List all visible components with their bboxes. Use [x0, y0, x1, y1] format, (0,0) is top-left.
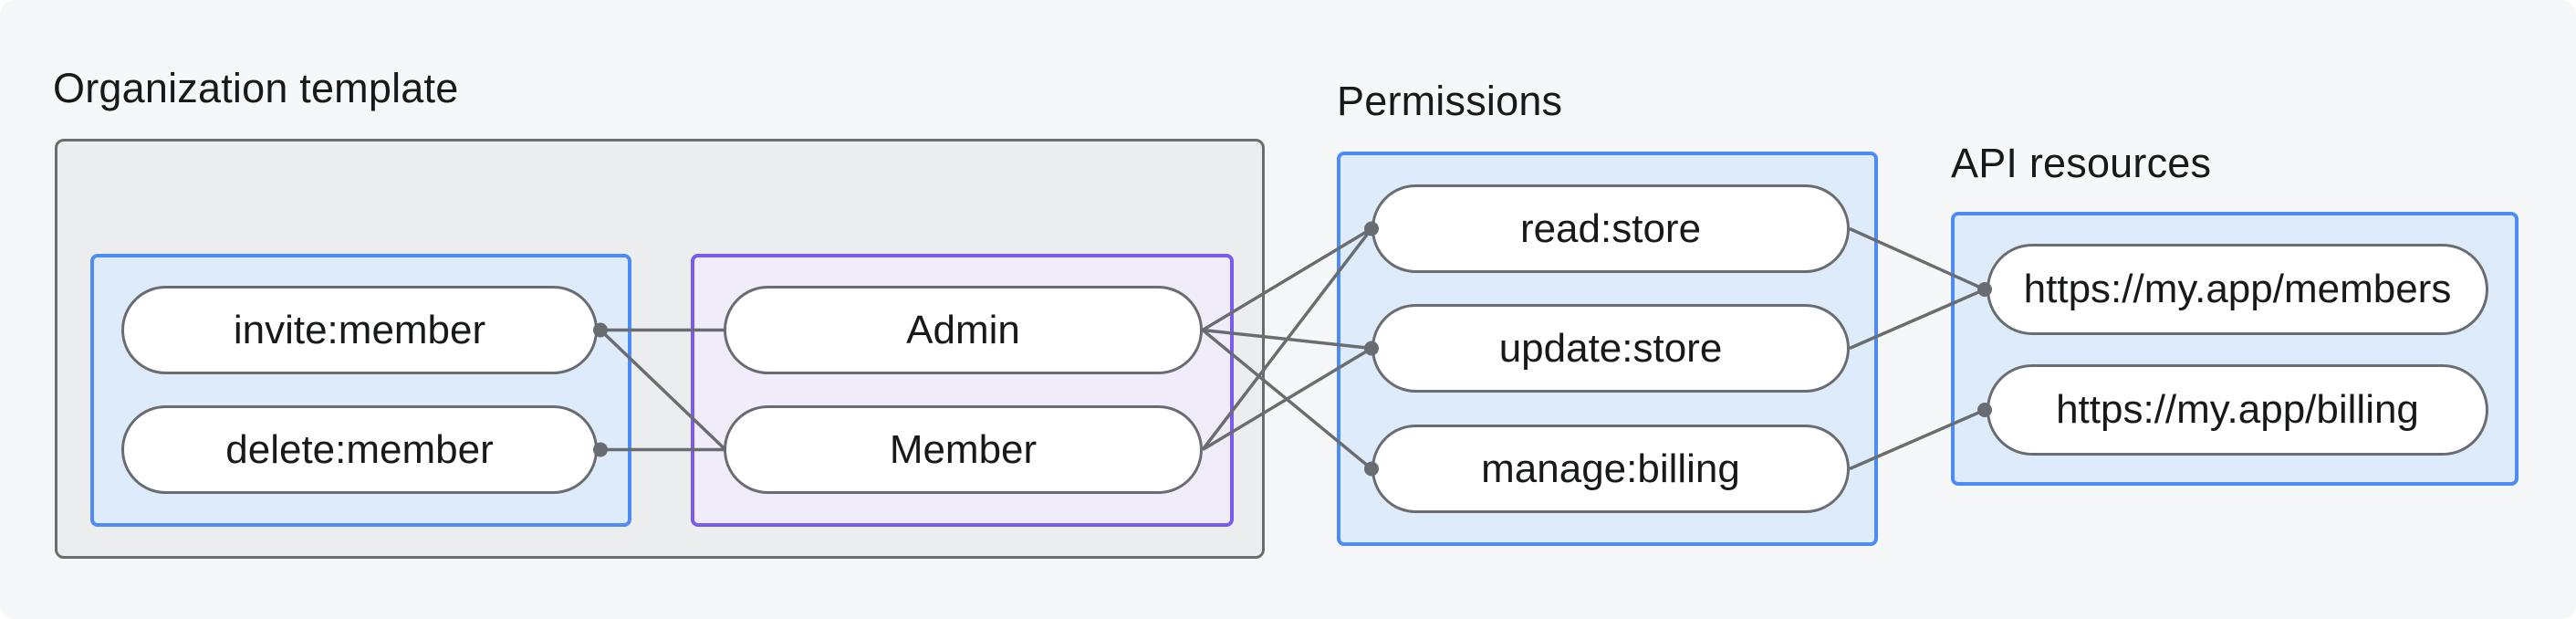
node-invite-member: invite:member: [121, 286, 598, 374]
node-api-billing-label: https://my.app/billing: [2056, 387, 2419, 432]
node-delete-member-label: delete:member: [225, 426, 494, 472]
node-manage-billing: manage:billing: [1371, 425, 1850, 513]
node-delete-member: delete:member: [121, 405, 598, 494]
node-admin-role-label: Admin: [906, 307, 1020, 352]
node-read-store-label: read:store: [1519, 205, 1702, 251]
node-update-store-label: update:store: [1498, 325, 1723, 371]
permissions-title: Permissions: [1337, 78, 1563, 124]
node-member-role: Member: [724, 405, 1203, 494]
node-admin-role: Admin: [724, 286, 1203, 374]
node-manage-billing-label: manage:billing: [1481, 446, 1740, 491]
node-member-role-label: Member: [889, 426, 1038, 472]
node-invite-member-label: invite:member: [233, 307, 486, 352]
node-api-members: https://my.app/members: [1987, 244, 2488, 335]
organization-template-title: Organization template: [53, 65, 459, 111]
node-api-billing: https://my.app/billing: [1987, 364, 2488, 456]
api-resources-title: API resources: [1951, 140, 2212, 186]
node-read-store: read:store: [1371, 184, 1850, 273]
node-api-members-label: https://my.app/members: [2023, 267, 2452, 311]
node-update-store: update:store: [1371, 304, 1850, 393]
